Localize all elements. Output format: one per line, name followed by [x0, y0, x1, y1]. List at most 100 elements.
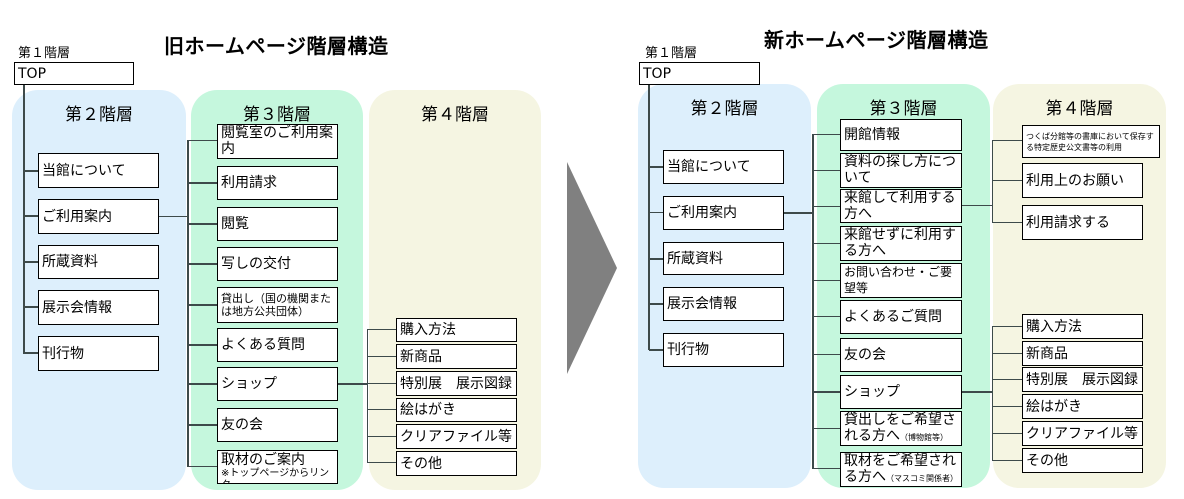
new-connector [813, 468, 840, 469]
new-connector [649, 166, 663, 168]
old-tier2-node[interactable]: 所蔵資料 [38, 245, 159, 279]
old-connector [188, 223, 217, 225]
new-connector [813, 316, 840, 317]
new-top-node[interactable]: TOP [639, 62, 760, 85]
old-connector [188, 263, 217, 265]
old-tier2-title: 第２階層 [65, 105, 133, 125]
new-tier2-node[interactable]: 刊行物 [663, 333, 784, 367]
old-tier3-node[interactable]: 写しの交付 [217, 247, 338, 281]
new-tier2-node[interactable]: 所蔵資料 [663, 242, 784, 275]
new-connector [813, 134, 840, 135]
old-connector [188, 466, 217, 467]
new-tier1-label: 第１階層 [645, 46, 698, 61]
old-tier4-node[interactable]: 絵はがき [396, 398, 517, 422]
new-connector [992, 140, 1022, 141]
old-connector [337, 383, 368, 385]
new-connector [813, 206, 840, 207]
new-tier3-node-loan[interactable]: 貸出しをご希望される方へ（博物館等） [840, 411, 962, 446]
new-loan-note: （博物館等） [900, 433, 948, 442]
old-tier3-node[interactable]: 閲覧室のご利用案内 [217, 124, 338, 159]
old-connector [367, 462, 396, 463]
new-tier4-node[interactable]: 新商品 [1022, 341, 1143, 366]
new-tier4-node[interactable]: 利用上のお願い [1022, 163, 1143, 198]
old-tier4-node[interactable]: クリアファイル等 [396, 424, 517, 449]
old-tier2-node[interactable]: 展示会情報 [38, 290, 159, 325]
old-tier2-node[interactable]: 刊行物 [38, 336, 159, 371]
old-tier4-node[interactable]: 新商品 [396, 344, 517, 369]
new-tier3-node-shop[interactable]: ショップ [840, 375, 962, 409]
new-connector [813, 354, 840, 355]
old-tier3-node-press[interactable]: 取材のご案内 ※トップページからリンク [217, 450, 338, 484]
new-tier4-node[interactable]: その他 [1022, 448, 1143, 473]
new-tier4-node[interactable]: 絵はがき [1022, 394, 1143, 419]
old-connector [24, 261, 38, 263]
old-tier3-node[interactable]: よくある質問 [217, 328, 338, 362]
new-connector [992, 326, 1022, 327]
new-tier3-node[interactable]: 開館情報 [840, 119, 962, 151]
new-tier4-title: 第４階層 [1045, 99, 1114, 119]
new-tier4-node[interactable]: 購入方法 [1022, 314, 1143, 339]
new-tier2-node[interactable]: 展示会情報 [663, 287, 784, 321]
new-tier3-node[interactable]: 資料の探し方について [840, 153, 962, 188]
new-tier3-title: 第３階層 [869, 99, 938, 119]
old-tier3-node[interactable]: 貸出し（国の機関または地方公共団体） [217, 287, 338, 323]
new-press-note: （マスコミ関係者） [886, 474, 958, 483]
new-connector [992, 222, 1022, 223]
old-connector [158, 216, 188, 217]
new-tier4-node[interactable]: クリアファイル等 [1022, 421, 1143, 446]
new-connector [992, 180, 1022, 181]
new-tier2-node[interactable]: ご利用案内 [663, 196, 784, 230]
new-tier4-node[interactable]: 特別展 展示図録 [1022, 367, 1143, 392]
old-tier3-node[interactable]: 閲覧 [217, 207, 338, 241]
old-tier4-panel: 第４階層 [369, 90, 541, 490]
old-connector [24, 306, 38, 308]
old-structure-title: 旧ホームページ階層構造 [164, 34, 389, 58]
new-connector [992, 379, 1022, 380]
old-tier2-node[interactable]: 当館について [38, 153, 159, 188]
new-tier2-panel: 第２階層 [638, 84, 811, 488]
old-tier2-node[interactable]: ご利用案内 [38, 199, 159, 234]
new-connector [962, 391, 993, 393]
new-connector [962, 205, 993, 206]
new-structure-title: 新ホームページ階層構造 [764, 28, 989, 52]
new-connector [649, 258, 663, 260]
new-tier3-node[interactable]: 友の会 [840, 338, 962, 372]
new-connector [992, 406, 1022, 407]
old-connector [188, 182, 217, 184]
old-tier3-node[interactable]: 友の会 [217, 408, 338, 442]
old-connector [367, 356, 396, 357]
new-tier4-node[interactable]: 利用請求する [1022, 205, 1143, 240]
new-connector [813, 428, 840, 429]
new-tier3-node[interactable]: 来館せずに利用する方へ [840, 226, 962, 261]
new-tier3-node-press[interactable]: 取材をご希望される方へ（マスコミ関係者） [840, 452, 962, 487]
new-connector [813, 391, 840, 393]
old-tier2-trunk [23, 85, 25, 354]
old-connector [367, 436, 396, 437]
old-connector [188, 383, 217, 385]
new-press-label: 取材をご希望される方へ [844, 453, 956, 485]
new-connector [813, 170, 840, 171]
old-tier3-node-shop[interactable]: ショップ [217, 367, 338, 401]
old-connector [24, 215, 38, 217]
old-tier3-node[interactable]: 利用請求 [217, 166, 338, 200]
old-tier4-node[interactable]: その他 [396, 451, 517, 476]
old-press-label: 取材のご案内 [221, 452, 305, 468]
new-tier4-node[interactable]: つくば分館等の書庫において保存する特定歴史公文書等の利用 [1022, 125, 1160, 158]
new-connector [649, 212, 663, 213]
new-tier3-node[interactable]: お問い合わせ・ご要望等 [840, 263, 962, 298]
old-tier4-node[interactable]: 特別展 展示図録 [396, 371, 517, 396]
old-connector [188, 140, 217, 141]
new-loan-label: 貸出しをご希望される方へ [844, 412, 956, 444]
new-connector [992, 353, 1022, 354]
new-connector [813, 280, 840, 281]
old-connector [24, 352, 38, 354]
transition-arrow-icon [567, 162, 617, 374]
old-connector [367, 329, 396, 330]
old-tier4-node[interactable]: 購入方法 [396, 318, 517, 342]
new-tier2-node[interactable]: 当館について [663, 150, 784, 184]
new-tier4-visit-trunk [992, 140, 993, 222]
new-tier3-node-visit[interactable]: 来館して利用する方へ [840, 189, 962, 223]
old-top-node[interactable]: TOP [14, 62, 134, 85]
new-connector [649, 303, 663, 305]
new-tier3-node[interactable]: よくあるご質問 [840, 300, 962, 334]
